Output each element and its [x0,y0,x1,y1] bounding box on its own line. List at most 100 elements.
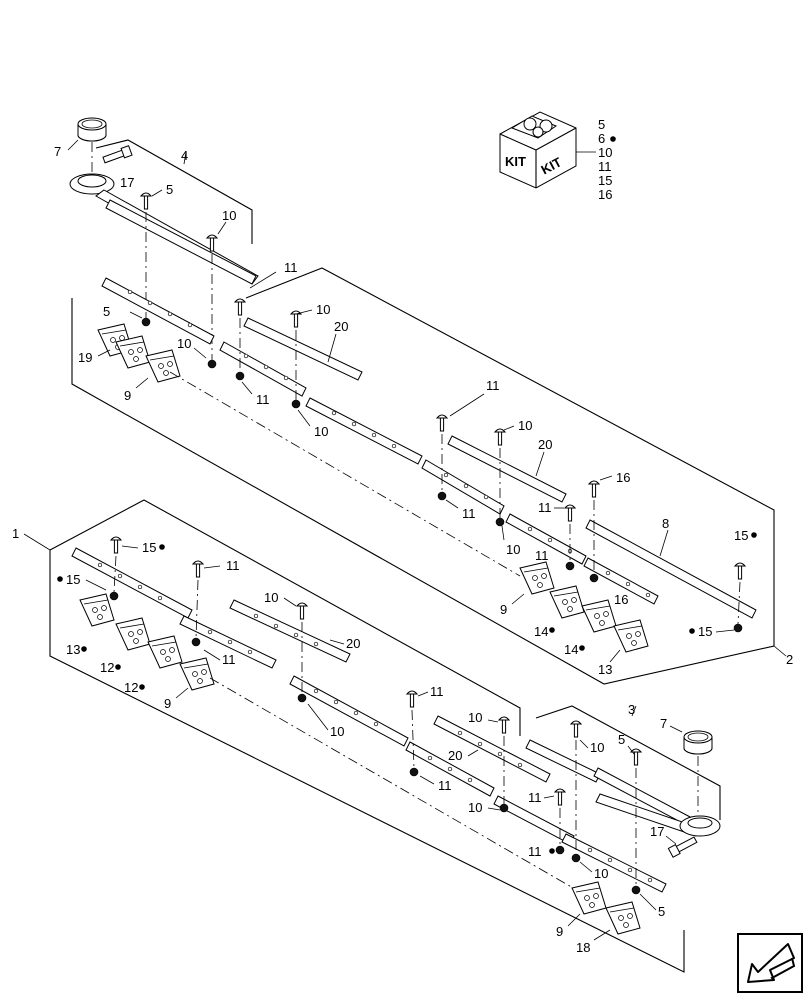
callout-11-lower-e: 11 [528,790,542,805]
back-bar-20-upper [243,317,757,619]
arrow-down-left-icon [737,933,803,993]
callout-10-upper-e: 10 [506,542,520,557]
callout-17-lower: 17 [650,824,664,839]
callout-11-lower-c: 11 [430,684,444,699]
callout-15-right-b: 15 [698,624,712,639]
callout-15-lower-dot [159,544,165,550]
callout-11-upper-e: 11 [538,500,552,515]
knife-section-12b [147,635,183,669]
callout-10-lower-f: 10 [590,740,604,755]
callout-13-lower: 13 [66,642,80,657]
kit-item-6: 6 [598,131,605,146]
callout-5-lower-b: 5 [658,904,665,919]
callout-1: 1 [12,526,19,541]
knife-section-12a [115,617,151,651]
kit-item-6-dot [610,136,616,142]
callout-5-lower-a: 5 [618,732,625,747]
callout-11-upper-f: 11 [535,548,549,563]
callout-16-upper: 16 [616,470,630,485]
knife-section-13-lower [79,593,115,627]
callout-11-upper-b: 11 [256,392,270,407]
callout-10-lower-b: 10 [330,724,344,739]
bar-holes-lower [97,562,653,883]
knife-section-13-right [613,619,649,653]
callout-13-right: 13 [598,662,612,677]
callout-15-lower: 15 [142,540,156,555]
back-bar-4 [105,199,257,285]
callout-20-upper-b: 20 [538,437,552,452]
bushing-7-lower [683,730,713,755]
kit-item-11: 11 [598,159,612,174]
callout-12a: 12 [100,660,114,675]
knife-section-9-upper [145,349,181,383]
callout-10-lower-a: 10 [264,590,278,605]
callout-19: 19 [78,350,92,365]
callout-15-lower-b: 15 [66,572,80,587]
callout-9-lower-a: 9 [164,696,171,711]
bolt-17-upper [102,145,133,164]
callout-12b-dot [139,684,145,690]
kit-item-16: 16 [598,187,612,202]
callout-20-upper-a: 20 [334,319,348,334]
callout-11-upper-c: 11 [486,378,500,393]
knife-section-14a [549,585,585,619]
callout-10-lower-e: 10 [594,866,608,881]
callout-15-right-dot [751,532,757,538]
callout-15-right: 15 [734,528,748,543]
callout-10-lower-d: 10 [468,800,482,815]
nav-arrow-button[interactable] [736,932,804,994]
callout-11-lower-d: 11 [438,778,452,793]
callout-13-lower-dot [81,646,87,652]
bushing-7 [77,117,107,142]
callout-9-right: 9 [500,602,507,617]
callout-5-top: 5 [166,182,173,197]
kit-item-10: 10 [598,145,612,160]
callout-14b: 14 [564,642,578,657]
knife-head-lower [595,793,721,837]
callout-2: 2 [786,652,793,667]
callout-3: 3 [628,702,635,717]
knife-section-9-lower-b [571,881,607,915]
knife-section-18 [605,901,641,935]
knife-section-9-lower [179,657,215,691]
callout-10-upper-c: 10 [314,424,328,439]
callout-11-upper-a: 11 [284,260,298,275]
knife-section-14b [581,599,617,633]
callout-10-top: 10 [222,208,236,223]
callout-10-upper-b: 10 [177,336,191,351]
callout-12b: 12 [124,680,138,695]
kit-label-left: KIT [505,154,526,169]
callout-12a-dot [115,664,121,670]
callout-11-lower-f-dot [549,848,555,854]
callout-15-lower-b-dot [57,576,63,582]
callout-14a-dot [549,627,555,633]
knife-section-19b [115,335,151,369]
kit-contents-list: 5 6 10 11 15 16 [598,117,616,202]
knife-bar-section-1 [101,277,659,605]
bolt-17-lower [667,836,698,858]
callout-8: 8 [662,516,669,531]
callout-11-upper-d: 11 [462,506,476,521]
callout-9-upper: 9 [124,388,131,403]
callout-18: 18 [576,940,590,955]
callout-11-lower-b: 11 [222,652,236,667]
kit-box-icon: KIT KIT [499,111,577,189]
callout-5-upper: 5 [103,304,110,319]
callout-15-right-b-dot [689,628,695,634]
lower-assembly: 1 3 [12,499,721,973]
knife-section-9-right [519,561,555,595]
callout-11-lower-f: 11 [528,844,542,859]
callout-10-lower-c: 10 [468,710,482,725]
kit-item-5: 5 [598,117,605,132]
upper-assembly: 4 2 7 17 5 [54,117,793,685]
callout-10-upper-d: 10 [518,418,532,433]
callout-4: 4 [181,148,188,163]
callout-20-lower-b: 20 [448,748,462,763]
callout-14a: 14 [534,624,548,639]
callout-16-right: 16 [614,592,628,607]
callout-14b-dot [579,645,585,651]
bar-holes-upper [127,289,651,598]
callout-9-lower-b: 9 [556,924,563,939]
callout-7-upper: 7 [54,144,61,159]
kit-item-15: 15 [598,173,612,188]
